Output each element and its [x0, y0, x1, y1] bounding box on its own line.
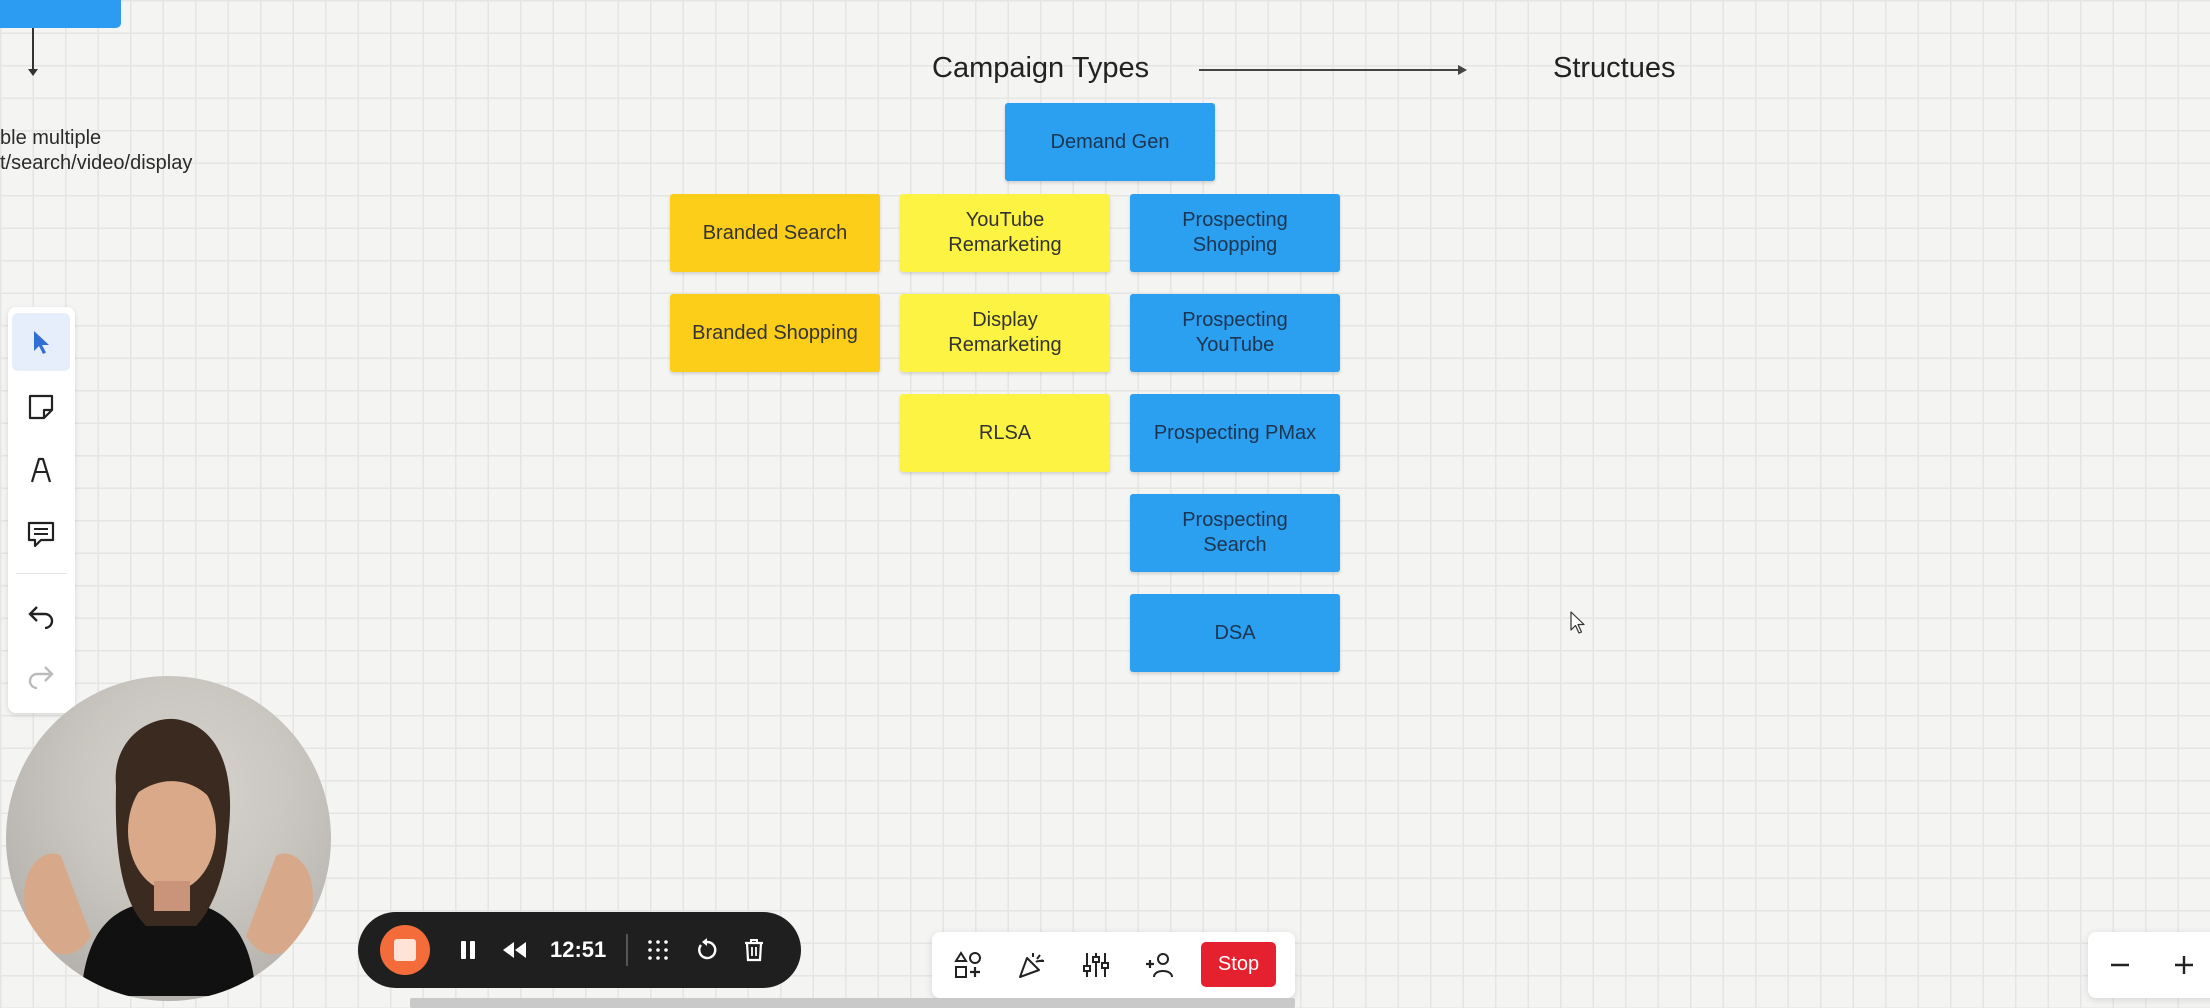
heading-connector-arrowhead	[1458, 65, 1467, 75]
partial-text-line-2: t/search/video/display	[0, 152, 193, 174]
zoom-in-button[interactable]	[2164, 945, 2204, 985]
sticky-label: Prospecting Search	[1182, 509, 1288, 556]
plus-icon	[2173, 954, 2195, 976]
sticky-label: Display Remarketing	[948, 309, 1062, 356]
pen-tool-button[interactable]	[12, 441, 70, 499]
sticky-branded-search[interactable]: Branded Search	[670, 194, 880, 272]
sticky-display-remarketing[interactable]: Display Remarketing	[900, 294, 1110, 372]
partial-text-line-1: ble multiple	[0, 127, 102, 149]
left-toolbar	[8, 307, 75, 713]
sticky-label: Prospecting PMax	[1153, 421, 1317, 444]
partial-text-block[interactable]: ble multiple t/search/video/display	[0, 126, 240, 176]
rewind-button[interactable]	[496, 934, 532, 966]
sticky-prospecting-search[interactable]: Prospecting Search	[1130, 494, 1340, 572]
sticky-label: Prospecting Shopping	[1182, 209, 1288, 256]
sticky-label: Branded Shopping	[692, 321, 858, 344]
sticky-branded-shopping[interactable]: Branded Shopping	[670, 294, 880, 372]
sticky-note-tool-button[interactable]	[12, 378, 70, 436]
stop-recording-button[interactable]	[380, 925, 430, 975]
sliders-icon	[1081, 950, 1111, 980]
record-stop-icon	[394, 939, 416, 961]
sticky-label: YouTube Remarketing	[948, 209, 1062, 256]
comment-icon	[26, 519, 56, 549]
restart-icon	[695, 938, 719, 962]
sticky-dsa[interactable]: DSA	[1130, 594, 1340, 672]
restart-button[interactable]	[691, 934, 723, 966]
presenter-avatar	[24, 718, 313, 996]
structures-heading[interactable]: Structues	[1553, 52, 1676, 84]
campaign-types-heading[interactable]: Campaign Types	[932, 52, 1150, 84]
undo-icon	[26, 603, 56, 629]
minus-icon	[2109, 954, 2131, 976]
sticky-label: Prospecting YouTube	[1182, 309, 1288, 356]
undo-button[interactable]	[12, 587, 70, 645]
recording-timer: 12:51	[550, 937, 607, 962]
cursor-icon	[28, 328, 54, 356]
redo-button[interactable]	[12, 647, 70, 705]
add-shapes-button[interactable]	[948, 945, 988, 985]
sticky-prospecting-shopping[interactable]: Prospecting Shopping	[1130, 194, 1340, 272]
grid-icon	[646, 938, 670, 962]
add-person-button[interactable]	[1140, 945, 1180, 985]
toolbar-divider	[16, 573, 67, 574]
bottom-toolbar: Stop	[932, 932, 1295, 998]
sticky-prospecting-youtube[interactable]: Prospecting YouTube	[1130, 294, 1340, 372]
horizontal-scrollbar[interactable]	[410, 998, 1295, 1008]
partial-blue-shape[interactable]	[0, 0, 121, 28]
pause-button[interactable]	[452, 934, 484, 966]
comment-tool-button[interactable]	[12, 505, 70, 563]
stop-button[interactable]: Stop	[1201, 942, 1276, 987]
connector-line	[32, 28, 34, 71]
connector-arrowhead	[28, 69, 38, 76]
sticky-note-icon	[26, 392, 56, 422]
grid-button[interactable]	[642, 934, 674, 966]
sticky-label: RLSA	[978, 421, 1032, 444]
mouse-cursor-icon	[1570, 611, 1586, 635]
heading-connector-line	[1199, 69, 1462, 71]
webcam-overlay[interactable]	[6, 676, 331, 1001]
redo-icon	[26, 663, 56, 689]
sticky-label: Branded Search	[702, 221, 848, 244]
zoom-controls	[2088, 932, 2210, 998]
sticky-prospecting-pmax[interactable]: Prospecting PMax	[1130, 394, 1340, 472]
shapes-add-icon	[953, 950, 983, 980]
sticky-rlsa[interactable]: RLSA	[900, 394, 1110, 472]
sticky-label: DSA	[1214, 621, 1256, 644]
recording-controls: 12:51	[358, 912, 801, 988]
rewind-icon	[501, 940, 527, 960]
zoom-out-button[interactable]	[2100, 945, 2140, 985]
add-person-icon	[1144, 950, 1176, 980]
select-tool-button[interactable]	[12, 313, 70, 371]
sticky-demand-gen[interactable]: Demand Gen	[1005, 103, 1215, 181]
celebrate-icon	[1016, 949, 1048, 981]
delete-recording-button[interactable]	[738, 934, 770, 966]
pen-icon	[27, 455, 55, 485]
pause-icon	[459, 940, 477, 960]
sticky-youtube-remarketing[interactable]: YouTube Remarketing	[900, 194, 1110, 272]
trash-icon	[743, 938, 765, 962]
celebrate-button[interactable]	[1012, 945, 1052, 985]
sticky-label: Demand Gen	[1050, 130, 1170, 153]
settings-sliders-button[interactable]	[1076, 945, 1116, 985]
recorder-divider	[626, 934, 628, 966]
